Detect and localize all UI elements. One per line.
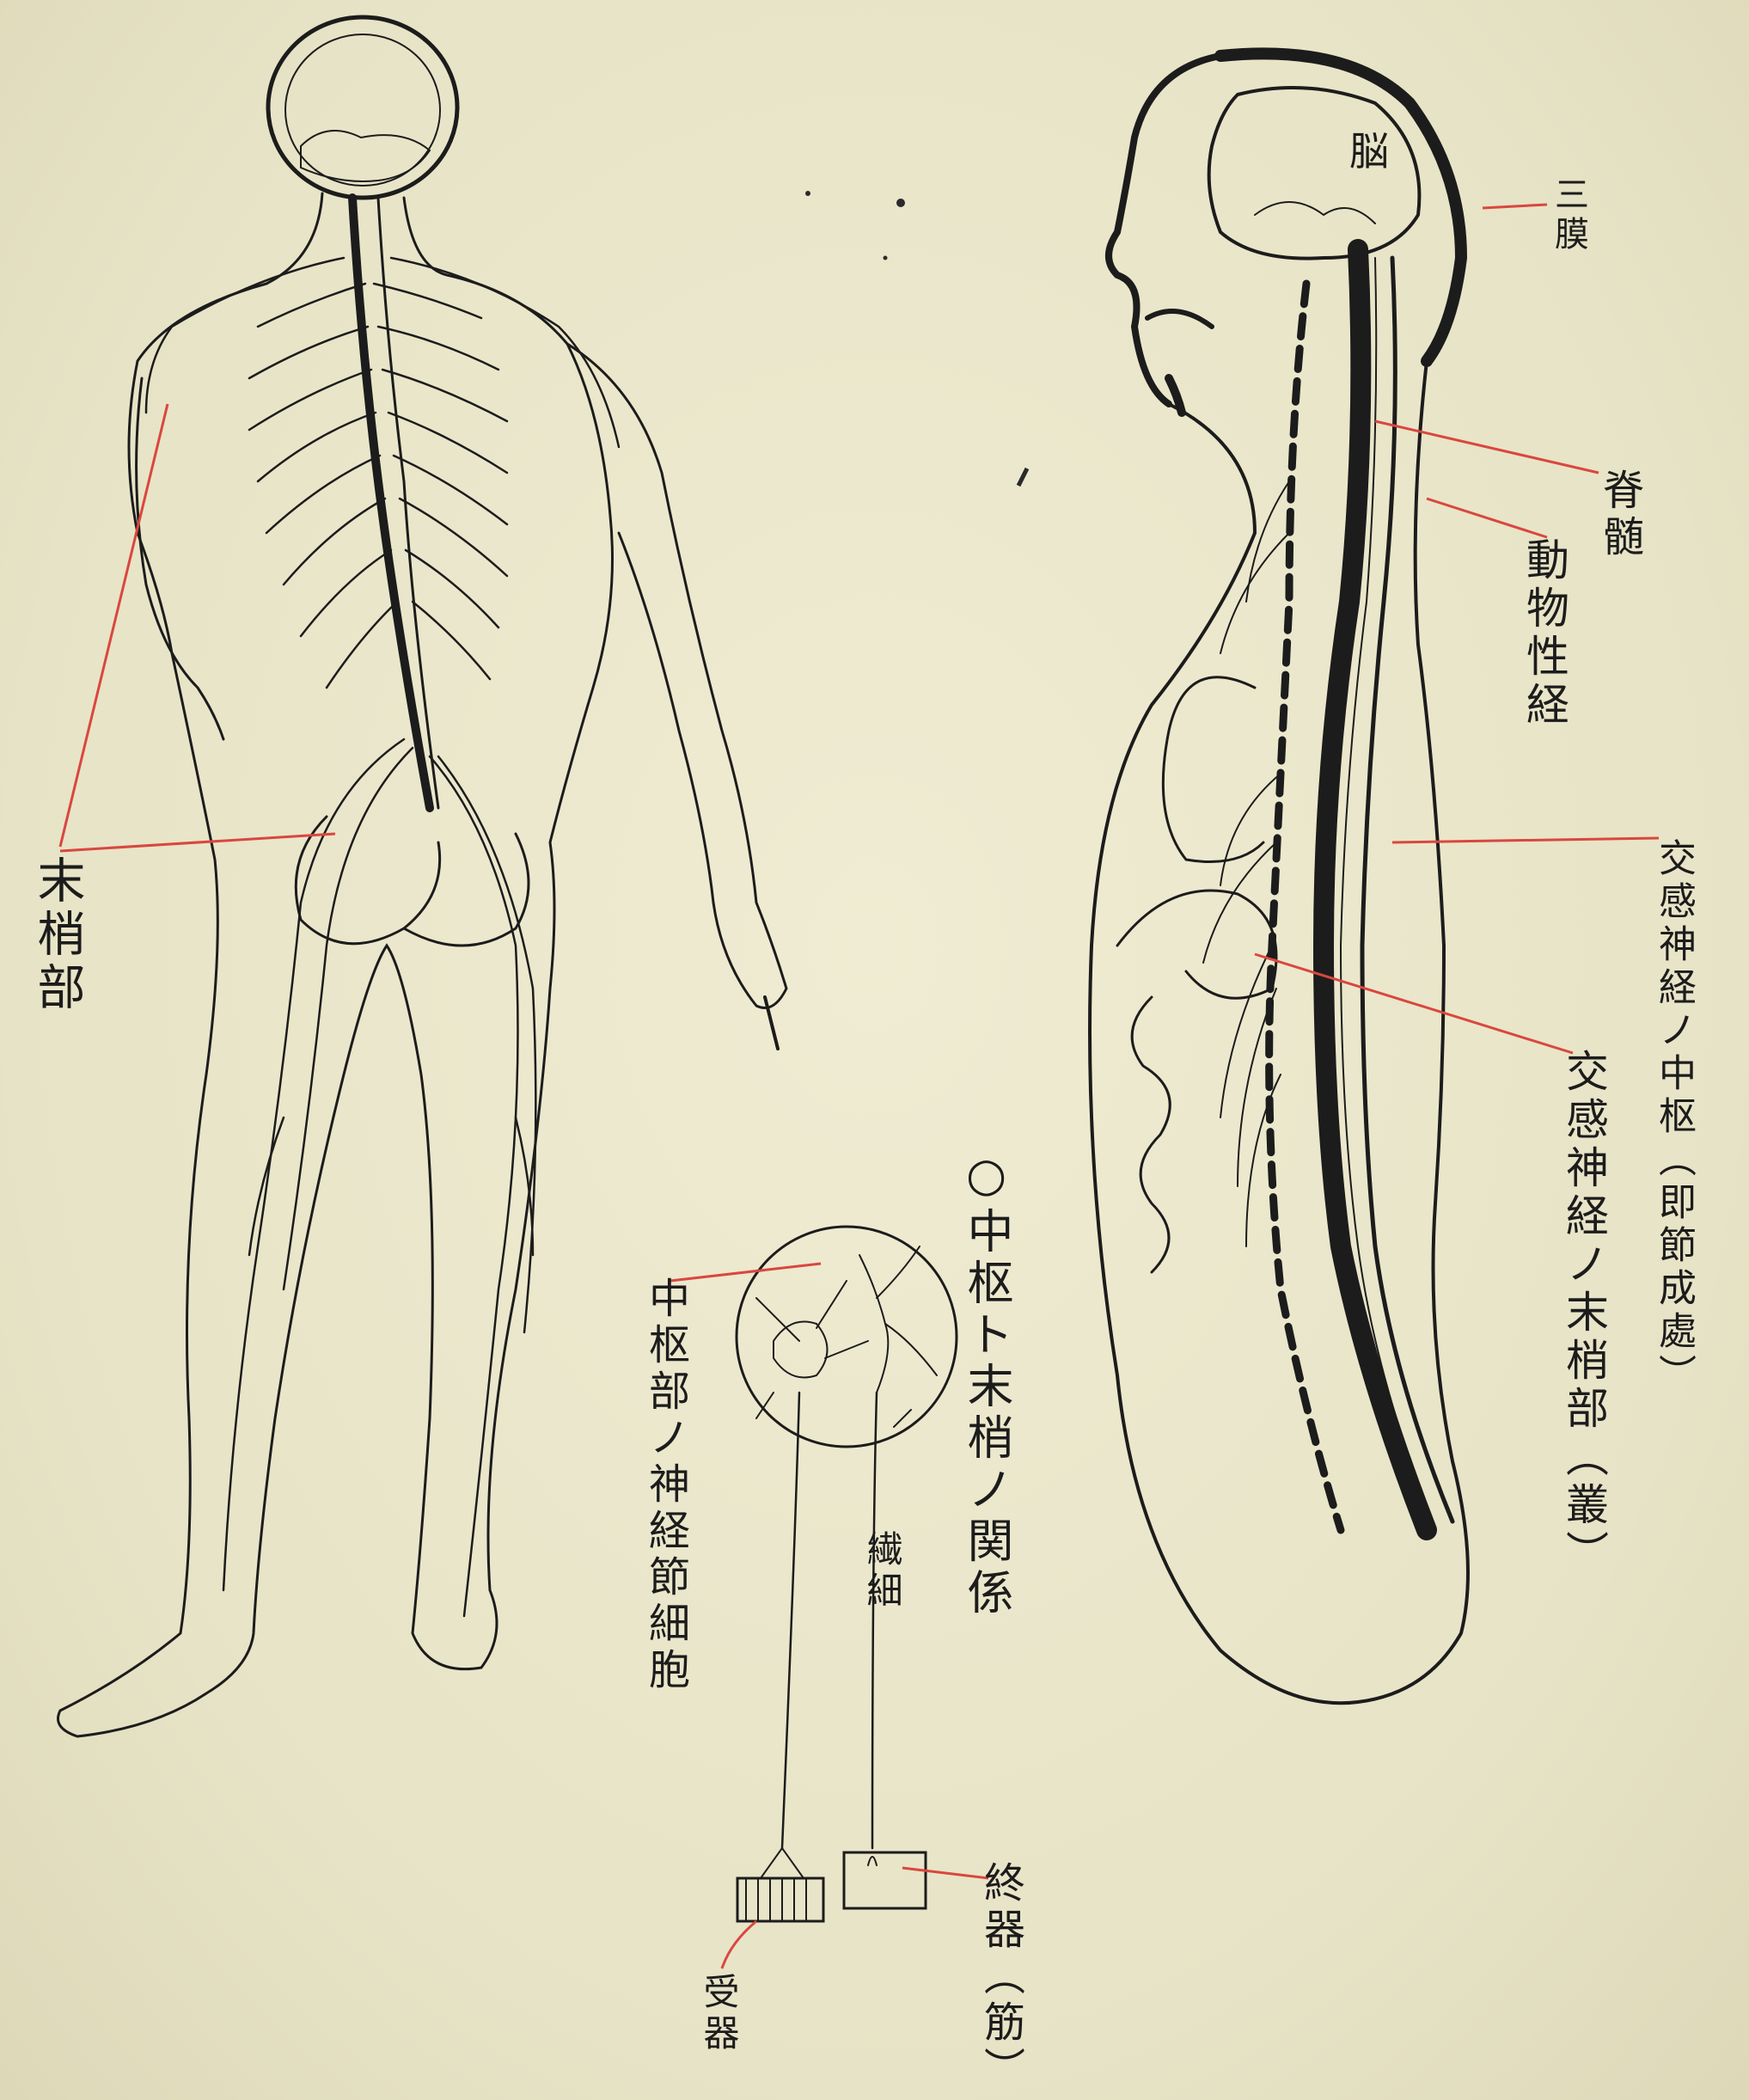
brain-label: 脳 — [1349, 120, 1389, 177]
paper-specks — [805, 191, 1027, 486]
meninges-label: 三膜 — [1551, 176, 1586, 255]
leader-nerve-cell — [670, 1264, 821, 1281]
animal-nerve-label: 動物性経 — [1523, 537, 1566, 730]
leader-sympathetic-peripheral — [1255, 954, 1573, 1053]
spinal-cord-label: 脊髄 — [1599, 468, 1640, 561]
receptor-label: 受器 — [700, 1973, 737, 2055]
peripheral-part-label: 末梢部 — [33, 855, 81, 1015]
leader-peripheral-1 — [60, 404, 168, 847]
sympathetic-peripheral-label: 交感神経ノ末梢部（叢） — [1562, 1049, 1605, 1578]
fiber-label: 繊細 — [864, 1530, 900, 1613]
sympathetic-center-label: 交感神経ノ中枢（即節成處） — [1654, 838, 1692, 1397]
leader-sympathetic-center — [1392, 838, 1659, 842]
side-view-figure — [1090, 53, 1468, 1703]
neuron-diagram — [737, 1227, 957, 1921]
leader-receptor — [722, 1921, 756, 1968]
center-periphery-relation-label: ○中枢ト末梢ノ関係 — [963, 1148, 1009, 1619]
leader-animal-nerve — [1427, 499, 1547, 537]
end-organ-label: 終器（筋） — [980, 1861, 1021, 2093]
leader-end-organ — [902, 1868, 988, 1878]
leader-spinal-cord — [1375, 421, 1599, 473]
leader-meninges — [1483, 205, 1547, 208]
leader-peripheral-2 — [60, 834, 335, 851]
central-nerve-cell-label: 中枢部ノ神経節細胞 — [645, 1277, 686, 1694]
